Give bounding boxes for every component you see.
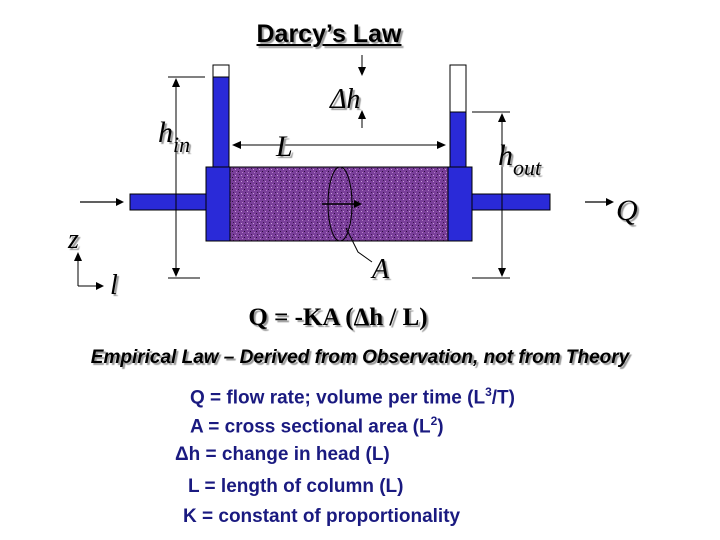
delta-h-label: Δh bbox=[329, 84, 360, 115]
h-out-label-base: h bbox=[498, 139, 513, 172]
diagram-title: Darcy’s Law bbox=[256, 20, 402, 48]
definition-a: A = cross sectional area (L2) bbox=[190, 414, 444, 438]
outlet-end-cap bbox=[447, 166, 473, 242]
area-label: A bbox=[370, 254, 390, 285]
definition-a-sup: 2 bbox=[430, 414, 438, 428]
delta-h-arrow-up bbox=[358, 110, 366, 119]
delta-h-arrow-down bbox=[358, 67, 366, 76]
inflow-arrow-head bbox=[116, 198, 124, 206]
length-label: L bbox=[275, 130, 293, 163]
l-axis-label: l bbox=[110, 270, 118, 300]
inlet-standpipe-empty bbox=[212, 64, 230, 78]
h-out-arrow-down bbox=[498, 268, 506, 277]
outlet-standpipe-empty bbox=[449, 64, 467, 113]
l-arrow-right bbox=[437, 141, 446, 149]
darcy-equation: Q = -KA (Δh / L) bbox=[248, 304, 428, 331]
definition-q-text: Q = flow rate; volume per time (L bbox=[190, 387, 486, 409]
inlet-pipe bbox=[129, 193, 209, 211]
h-out-label: hout bbox=[498, 139, 542, 180]
h-in-label: hin bbox=[158, 116, 190, 157]
a-leader-line bbox=[345, 227, 373, 263]
definition-l: L = length of column (L) bbox=[188, 476, 404, 497]
h-in-label-sub: in bbox=[173, 132, 190, 157]
h-out-label-sub: out bbox=[513, 155, 542, 180]
h-in-arrow-up bbox=[172, 78, 180, 87]
flow-arrow-head bbox=[354, 200, 362, 208]
outflow-arrow-head bbox=[606, 198, 614, 206]
h-out-arrow-up bbox=[498, 113, 506, 122]
definition-q-sup: 3 bbox=[485, 385, 492, 399]
h-in-label-base: h bbox=[158, 116, 173, 149]
definition-delta-h: Δh = change in head (L) bbox=[175, 444, 390, 465]
definition-k: K = constant of proportionality bbox=[183, 506, 461, 527]
outlet-standpipe-water bbox=[449, 111, 467, 168]
empirical-statement: Empirical Law – Derived from Observation… bbox=[90, 347, 630, 368]
inlet-standpipe-water bbox=[212, 76, 230, 168]
flow-q-label: Q bbox=[616, 194, 638, 227]
definition-a-end: ) bbox=[437, 416, 444, 438]
inlet-end-cap bbox=[205, 166, 231, 242]
z-axis-label: z bbox=[67, 224, 79, 255]
darcy-column-diagram: Δh hin hout L Q z l A bbox=[67, 55, 638, 300]
l-arrow-left bbox=[232, 141, 241, 149]
definition-q-end: /T) bbox=[491, 387, 515, 409]
h-in-arrow-down bbox=[172, 268, 180, 277]
z-axis-arrow bbox=[74, 252, 82, 261]
definition-a-text: A = cross sectional area (L bbox=[190, 416, 431, 438]
definition-q: Q = flow rate; volume per time (L3/T) bbox=[190, 385, 515, 409]
outlet-pipe bbox=[469, 193, 551, 211]
l-axis-arrow bbox=[96, 282, 104, 290]
